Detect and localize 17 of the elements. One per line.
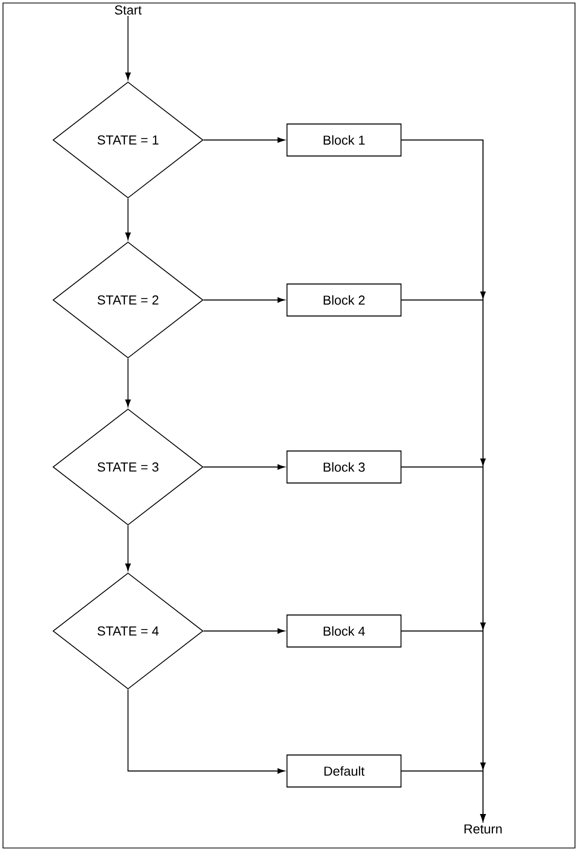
arrow bbox=[125, 525, 131, 571]
terminal-label: Return bbox=[464, 824, 502, 834]
process-box: Block 2 bbox=[286, 284, 402, 316]
arrow bbox=[128, 689, 285, 774]
arrow bbox=[125, 198, 131, 240]
process-box: Block 4 bbox=[286, 614, 402, 648]
terminal-label: Start bbox=[114, 5, 142, 15]
arrow bbox=[125, 16, 131, 80]
process-box: Block 3 bbox=[286, 450, 402, 484]
arrow bbox=[203, 297, 285, 303]
arrow bbox=[401, 762, 486, 822]
arrow bbox=[203, 628, 285, 634]
process-box: Block 1 bbox=[286, 124, 402, 156]
process-box: Default bbox=[286, 754, 402, 788]
arrow bbox=[203, 464, 285, 470]
arrow bbox=[125, 358, 131, 407]
arrow bbox=[203, 137, 285, 143]
